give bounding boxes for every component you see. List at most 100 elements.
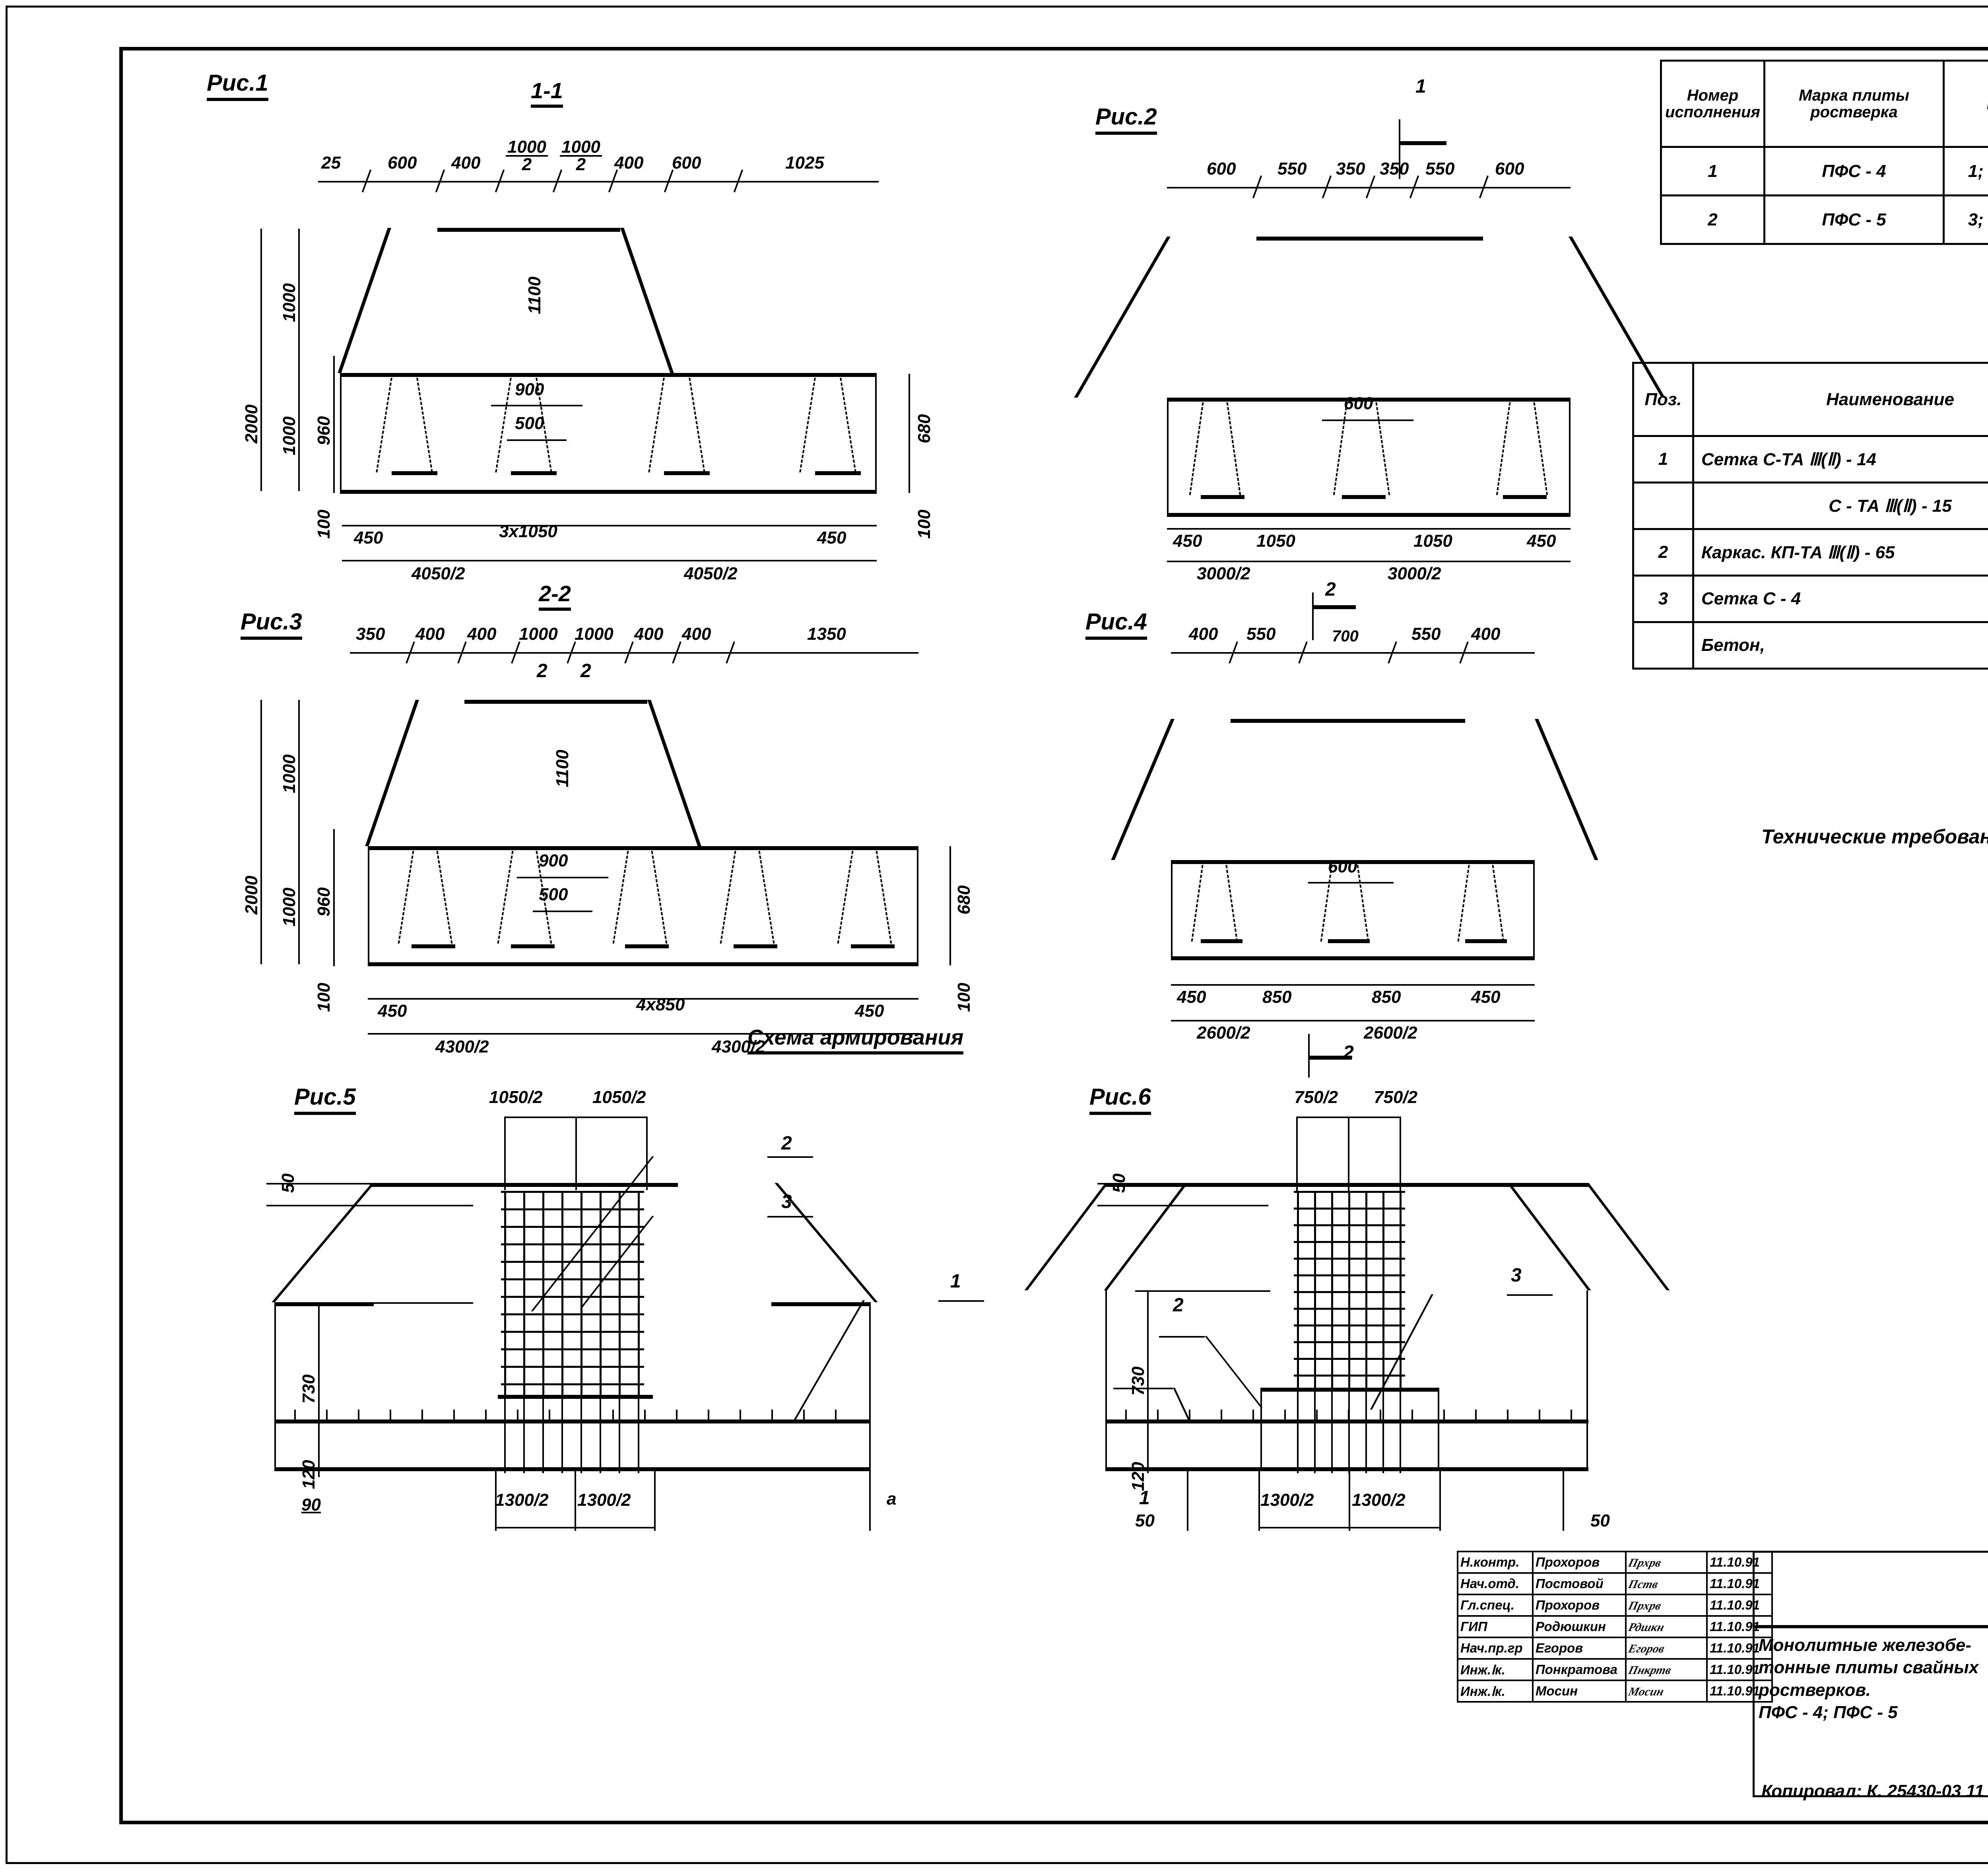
fig1-pile-cap [511,471,557,475]
fig6-ext [1348,1117,1349,1192]
table-row: 1 Сетка С-ТА Ⅲ(Ⅱ) - 14 1 3.503.1 - 100.2… [1632,435,1988,484]
fig3-dim-900: 900 [539,851,568,870]
fig2-slab-bottom [1167,513,1571,517]
person-name: Постовой [1532,1572,1627,1595]
fig2-dim-3000-2b: 3000/2 [1388,564,1441,583]
fig6-bar-hook [1284,1410,1286,1421]
fig3-dim-100-left: 100 [314,983,334,1012]
fig2-dim-600b: 600 [1495,159,1524,179]
fig6-bar-hook [1316,1410,1318,1421]
fig4-pile-cap [1465,939,1507,943]
fig6-dim-1300-2a: 1300/2 [1260,1490,1314,1510]
fig3-dim-line-top [350,652,918,654]
cell-pos: 1 [1632,435,1694,484]
fig6-top-face [1264,1183,1431,1187]
fig1-dim-line-top [318,181,879,183]
fig5-bar-hook [549,1410,550,1421]
fig1-dim-500: 500 [515,414,544,433]
fig4-dim-line-bottom [1171,984,1535,986]
fig3-dim-450b: 450 [855,1001,884,1021]
fig5-bar-hook [421,1410,423,1421]
fig3-dim-1000a: 1000 [519,624,558,644]
fig2-pile-cap [1503,495,1547,499]
fig2-section-arrow-h [1399,141,1446,145]
fig5-leader [767,1216,813,1218]
fig5-bar-hook [644,1410,646,1421]
fig1-slab-right [875,373,877,490]
fig6-reinforcement-cage [1294,1191,1405,1390]
table-row: 2 Каркас. КП-ТА Ⅲ(Ⅱ) - 65 1 1 3.503.1 - … [1632,528,1988,577]
fig5-bar-hook [294,1410,296,1421]
fig3-pier-top [464,700,647,704]
fig1-dim-1025: 1025 [785,153,824,173]
scheme-title: Схема армирования [747,1025,964,1054]
fig5-left-edge [274,1302,276,1467]
fig5-ext-h [266,1205,473,1206]
fig3-ext-line [298,700,300,964]
fig3-section-label: 2-2 [539,581,571,611]
fig5-ext [654,1467,656,1531]
cell-name: Каркас. КП-ТА Ⅲ(Ⅱ) - 65 [1692,528,1988,577]
fig6-dim-730: 730 [1128,1366,1148,1396]
fig5-leader [767,1156,813,1158]
fig2-dim-3000-2a: 3000/2 [1197,564,1250,583]
fig1-dim-1100: 1100 [525,276,544,314]
person-name: Родюшкин [1532,1615,1627,1638]
fig6-ext-h [1135,1420,1270,1421]
fig2-dim-550a: 550 [1277,159,1307,179]
fig4-section-arrow-v [1312,592,1314,640]
fig6-ext [1296,1117,1298,1192]
fig3-dim-4300-2a: 4300/2 [435,1037,489,1056]
fig5-bar-hook [803,1410,805,1421]
fig5-cage-leg [504,1398,506,1473]
fig1-dim-25: 25 [321,153,341,173]
fig2-dim-line-top [1167,187,1571,188]
fig1-dim-680: 680 [914,414,934,443]
fig1-ext-line [298,229,300,491]
cell-mark: ПФС - 4 [1763,146,1945,196]
fig4-dim-550a: 550 [1246,624,1276,644]
fig3-dim-1350: 1350 [807,624,846,644]
fig1-dim-600b: 600 [672,153,701,173]
fig3-dim-500: 500 [539,885,568,904]
fig6-title: Рис.6 [1089,1084,1151,1115]
fig2-dim-450a: 450 [1173,531,1202,551]
title-block-right: 3.503.1-100. 2 -4 Монолитные железобе- т… [1753,1551,1988,1797]
fig1-dim-1000b: 1000 [280,416,299,455]
fig5-dim-1050-2a: 1050/2 [489,1087,543,1107]
fig6-top-right-ledge [1427,1183,1588,1187]
fig5-mesh-bar-h [274,1420,871,1423]
fig5-cage-leg [600,1398,601,1473]
fig5-bar-hook [485,1410,487,1421]
title-block-signatures: Н.контр. Прохоров Прхрв 11.10.91 Нач.отд… [1457,1551,1773,1703]
table-row-header: Номер исполнения Марка плиты ростверка Р… [1660,60,1988,148]
fig1-dim-4050-2b: 4050/2 [684,564,738,583]
fig5-ext-h [306,1467,473,1469]
fig3-pile-cap [851,944,895,948]
fig6-ext [1258,1467,1260,1531]
role-label: Гл.спец. [1457,1594,1534,1617]
fig5-dim-1300-2a: 1300/2 [495,1490,549,1510]
fig5-callout-3: 3 [781,1191,792,1212]
role-label: Инж.Ⅰк. [1457,1680,1534,1703]
fig6-cage-leg [1331,1390,1333,1473]
fig4-dim-600-inner: 600 [1328,857,1357,876]
signature-row: Н.контр. Прохоров Прхрв 11.10.91 [1457,1551,1773,1574]
fig1-dim-1000a: 1000 [280,283,299,322]
concrete-label: Бетон, [1701,635,1765,655]
fig3-dim-400a: 400 [415,624,445,644]
fig6-bar-hook [1252,1410,1254,1421]
fig4-dim-line-total [1171,1020,1535,1021]
fig3-ext-line [333,829,335,966]
fig5-ext [504,1117,506,1190]
object-title-line-3: ростверков. [1759,1680,1871,1700]
sign-date: 11.10.91 [1706,1572,1773,1595]
fig3-dim-1000b: 1000 [575,624,613,644]
title-block: Н.контр. Прохоров Прхрв 11.10.91 Нач.отд… [1457,1551,1988,1797]
fig4-section-mark-bottom: 2 [1343,1042,1354,1063]
fig2-slab-left [1167,398,1169,514]
fig6-bar-hook [1221,1410,1222,1421]
fig4-dim-2600-2a: 2600/2 [1197,1023,1250,1043]
role-label: Нач.пр.гр [1457,1637,1534,1660]
